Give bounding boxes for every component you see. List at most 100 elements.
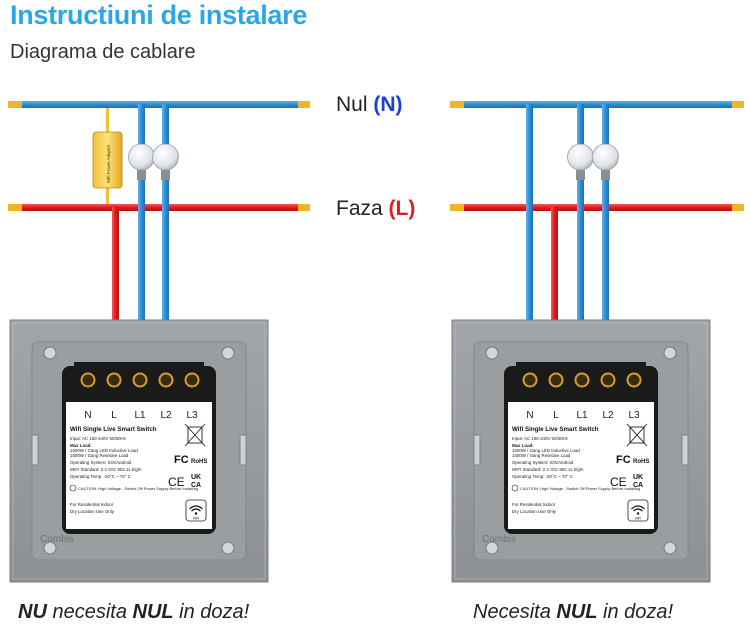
screw-hole bbox=[221, 346, 235, 360]
load-wire-l2-left bbox=[162, 104, 169, 380]
spec-line: Operating Temp: -20°C ~ 70° C bbox=[70, 474, 131, 479]
smart-switch-left: Combis N L L1 L2 L3 Wifi Single Live Sma… bbox=[9, 319, 269, 583]
caption-left-bold-1: NU bbox=[18, 601, 47, 623]
wire-end-left bbox=[450, 204, 464, 211]
screw-hole bbox=[43, 346, 57, 360]
screw-hole bbox=[221, 541, 235, 555]
brand-emboss: Combis bbox=[482, 534, 516, 545]
spec-line: 1000W / Gang LED Inductive Load bbox=[70, 448, 138, 453]
spec-line: Operating System: iOS/Android bbox=[70, 460, 132, 465]
neutral-wire-right bbox=[464, 101, 732, 108]
screw-hole bbox=[663, 541, 677, 555]
neutral-drop-right bbox=[526, 104, 533, 380]
neutral-line-name: Nul bbox=[336, 93, 368, 116]
wifi-badge-icon: WiFi bbox=[627, 499, 649, 522]
neutral-wire-left bbox=[22, 101, 298, 108]
rohs-mark: RoHS bbox=[633, 459, 649, 465]
terminal-block bbox=[522, 372, 642, 388]
caption-left-bold-2: NUL bbox=[132, 601, 174, 623]
phase-drop-left bbox=[112, 207, 119, 380]
spec-line: WIFI Standard: 2.4 Ghz 802.11 b/g/n bbox=[70, 467, 142, 472]
wire-end-right bbox=[732, 204, 744, 211]
screw-hole bbox=[485, 346, 499, 360]
wire-end-left bbox=[8, 101, 22, 108]
fcc-mark: FC bbox=[616, 454, 631, 466]
load-wire-l1-right bbox=[577, 104, 584, 380]
svg-text:WiFi: WiFi bbox=[635, 517, 642, 521]
caution-icon bbox=[69, 484, 77, 492]
ce-mark: CE bbox=[168, 475, 185, 489]
ukca-mark-bottom: CA bbox=[633, 482, 643, 489]
screw-hole bbox=[485, 541, 499, 555]
wire-end-right bbox=[732, 101, 744, 108]
label-title: Wifi Single Live Smart Switch bbox=[512, 426, 599, 433]
spec-line: 1500W / Gang Resistive Load bbox=[70, 453, 129, 458]
weee-icon bbox=[184, 423, 206, 447]
diagram-right: Combis N L L1 L2 L3 Wifi Single Live Sma… bbox=[450, 101, 744, 583]
ukca-mark-top: UK bbox=[191, 474, 201, 481]
wire-end-right bbox=[298, 204, 310, 211]
ukca-mark-top: UK bbox=[633, 474, 643, 481]
screw-hole bbox=[43, 541, 57, 555]
terminal-label-l: L bbox=[553, 410, 559, 421]
screw-hole bbox=[663, 346, 677, 360]
caption-right-bold-1: NUL bbox=[556, 601, 598, 623]
terminal-label-l1: L1 bbox=[576, 410, 588, 421]
capacitor-lead bbox=[106, 186, 109, 204]
spec-line: Operating System: iOS/Android bbox=[512, 460, 574, 465]
terminal-label-l2: L2 bbox=[602, 410, 614, 421]
spec-line: 1000W / Gang LED Inductive Load bbox=[512, 448, 580, 453]
caption-left-text-1: necesita bbox=[46, 601, 133, 623]
spec-line: Input: AC 160-240V 50/60Hz bbox=[70, 436, 126, 441]
weee-icon bbox=[626, 423, 648, 447]
phase-line-name: Faza bbox=[336, 197, 383, 220]
bulb-icon bbox=[567, 143, 594, 180]
wire-end-right bbox=[298, 101, 310, 108]
caption-right-text-2: in doza! bbox=[597, 601, 674, 623]
svg-text:WiFi: WiFi bbox=[193, 517, 200, 521]
capacitor bbox=[92, 131, 123, 189]
caption-right: Necesita NUL in doza! bbox=[473, 601, 673, 624]
caption-right-text-1: Necesita bbox=[473, 601, 557, 623]
spec-line: 1500W / Gang Resistive Load bbox=[512, 453, 571, 458]
terminal-label-l1: L1 bbox=[134, 410, 146, 421]
caption-left: NU necesita NUL in doza! bbox=[18, 601, 249, 624]
rohs-mark: RoHS bbox=[191, 459, 207, 465]
wire-end-left bbox=[8, 204, 22, 211]
terminal-label-n: N bbox=[84, 410, 91, 421]
usage-line: Dry Location Use Only bbox=[70, 509, 115, 514]
phase-wire-right bbox=[464, 204, 732, 211]
phase-wire-left bbox=[22, 204, 298, 211]
terminal-label-l3: L3 bbox=[186, 410, 198, 421]
spec-line: Operating Temp: -20°C ~ 70° C bbox=[512, 474, 573, 479]
caution-text: CAUTION: High Voltage - Switch Off Power… bbox=[520, 486, 640, 491]
spec-line: WIFI Standard: 2.4 Ghz 802.11 b/g/n bbox=[512, 467, 584, 472]
phase-line-label: Faza (L) bbox=[336, 197, 415, 221]
bulb-icon bbox=[592, 143, 619, 180]
spec-line: Max Load: bbox=[70, 443, 92, 448]
load-wire-l2-right bbox=[602, 104, 609, 380]
capacitor-lead bbox=[106, 108, 109, 134]
brand-emboss: Combis bbox=[40, 534, 74, 545]
usage-line: For Residential Indoor bbox=[512, 502, 556, 507]
wifi-badge-icon: WiFi bbox=[185, 499, 207, 522]
capacitor-text: Wifi Power Adapter bbox=[106, 144, 111, 183]
usage-line: Dry Location Use Only bbox=[512, 509, 557, 514]
caution-text: CAUTION: High Voltage - Switch Off Power… bbox=[78, 486, 198, 491]
label-title: Wifi Single Live Smart Switch bbox=[70, 426, 157, 433]
phase-line-tag: (L) bbox=[388, 197, 416, 220]
wire-end-left bbox=[450, 101, 464, 108]
bulb-icon bbox=[128, 143, 155, 180]
terminal-label-l: L bbox=[111, 410, 117, 421]
phase-drop-right bbox=[551, 207, 558, 380]
terminal-label-n: N bbox=[526, 410, 533, 421]
ukca-mark-bottom: CA bbox=[191, 482, 201, 489]
neutral-line-tag: (N) bbox=[373, 93, 403, 116]
smart-switch-right: Combis N L L1 L2 L3 Wifi Single Live Sma… bbox=[451, 319, 711, 583]
caption-left-text-2: in doza! bbox=[173, 601, 250, 623]
caution-icon bbox=[511, 484, 519, 492]
terminal-label-l3: L3 bbox=[628, 410, 640, 421]
ce-mark: CE bbox=[610, 475, 627, 489]
load-wire-l1-left bbox=[138, 104, 145, 380]
